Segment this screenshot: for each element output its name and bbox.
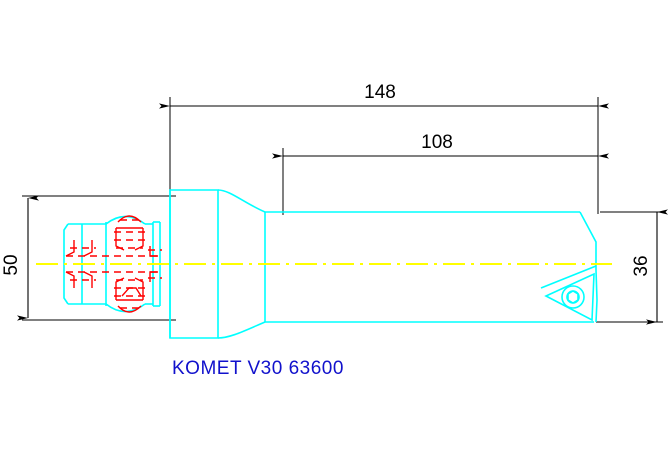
insert-rake-face (540, 265, 597, 289)
bore-bottom-vee (117, 305, 142, 313)
bore-edge-tl2 (83, 240, 93, 257)
dimension-shank-diameter: 36 (596, 209, 668, 325)
dimension-value-36: 36 (631, 255, 652, 276)
shank-right-face (595, 269, 598, 323)
cutting-insert-outline (540, 265, 597, 322)
insert-triangle (544, 272, 595, 322)
hidden-dashed-edges (66, 219, 162, 309)
insert-screw-outer (561, 285, 585, 309)
taper-bottom-curve (217, 321, 266, 339)
bore-edge-tr2 (134, 228, 144, 251)
dimension-value-148: 148 (364, 82, 396, 103)
part-label: KOMET V30 63600 (172, 358, 344, 379)
dimension-flange-diameter: 50 (1, 195, 176, 321)
bore-edge-tl (65, 240, 75, 257)
bore-inner-trapezoid (121, 287, 142, 297)
shank-right-chamfer (579, 211, 597, 270)
bore-edge-br2 (134, 277, 144, 300)
shank-outline (265, 211, 598, 323)
bore-edge-far-b (149, 271, 158, 282)
dimension-overall-length: 148 (159, 82, 609, 214)
bore-edge-bl2 (83, 271, 93, 288)
dimension-value-50: 50 (1, 254, 22, 275)
bore-edge-bl (65, 271, 75, 288)
bore-edge-far-t (149, 246, 158, 257)
bore-top-vee (117, 215, 142, 223)
dimension-projection-length: 108 (272, 132, 609, 215)
bore-edge-br (115, 277, 125, 300)
hidden-lines-group (65, 215, 162, 313)
taper-top-curve (217, 189, 266, 213)
taper-neck-outline (217, 189, 266, 339)
insert-screw-hex (567, 290, 579, 304)
dimension-value-108: 108 (421, 132, 453, 153)
